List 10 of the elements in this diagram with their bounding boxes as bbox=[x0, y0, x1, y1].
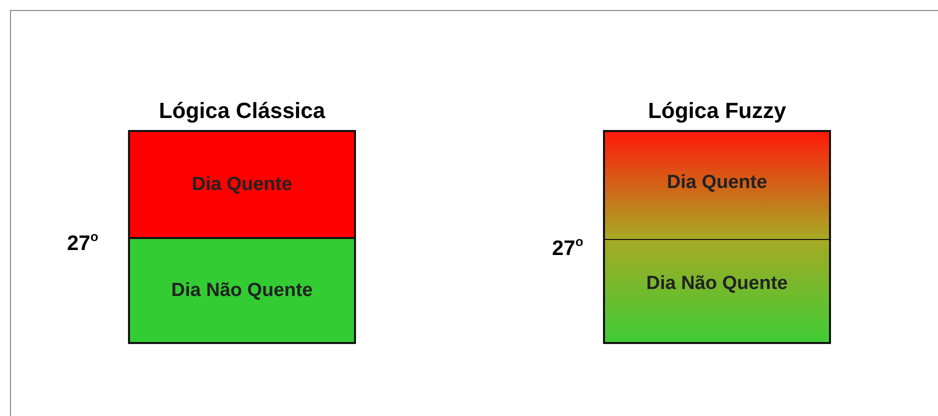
panel-heading: Lógica Clássica bbox=[158, 98, 326, 122]
region-label: Dia Quente bbox=[666, 172, 768, 194]
threshold-label: 27$^{o}$ bbox=[67, 229, 98, 256]
region-label: Dia Quente bbox=[192, 174, 292, 196]
crisp-region bbox=[130, 132, 354, 237]
region-label: Dia Não Quente bbox=[171, 280, 313, 302]
region-label: Dia Não Quente bbox=[646, 273, 788, 296]
threshold-label: 27$^{o}$ bbox=[552, 234, 584, 261]
panel-heading: Lógica Fuzzy bbox=[646, 98, 788, 122]
crisp-region bbox=[130, 237, 354, 342]
